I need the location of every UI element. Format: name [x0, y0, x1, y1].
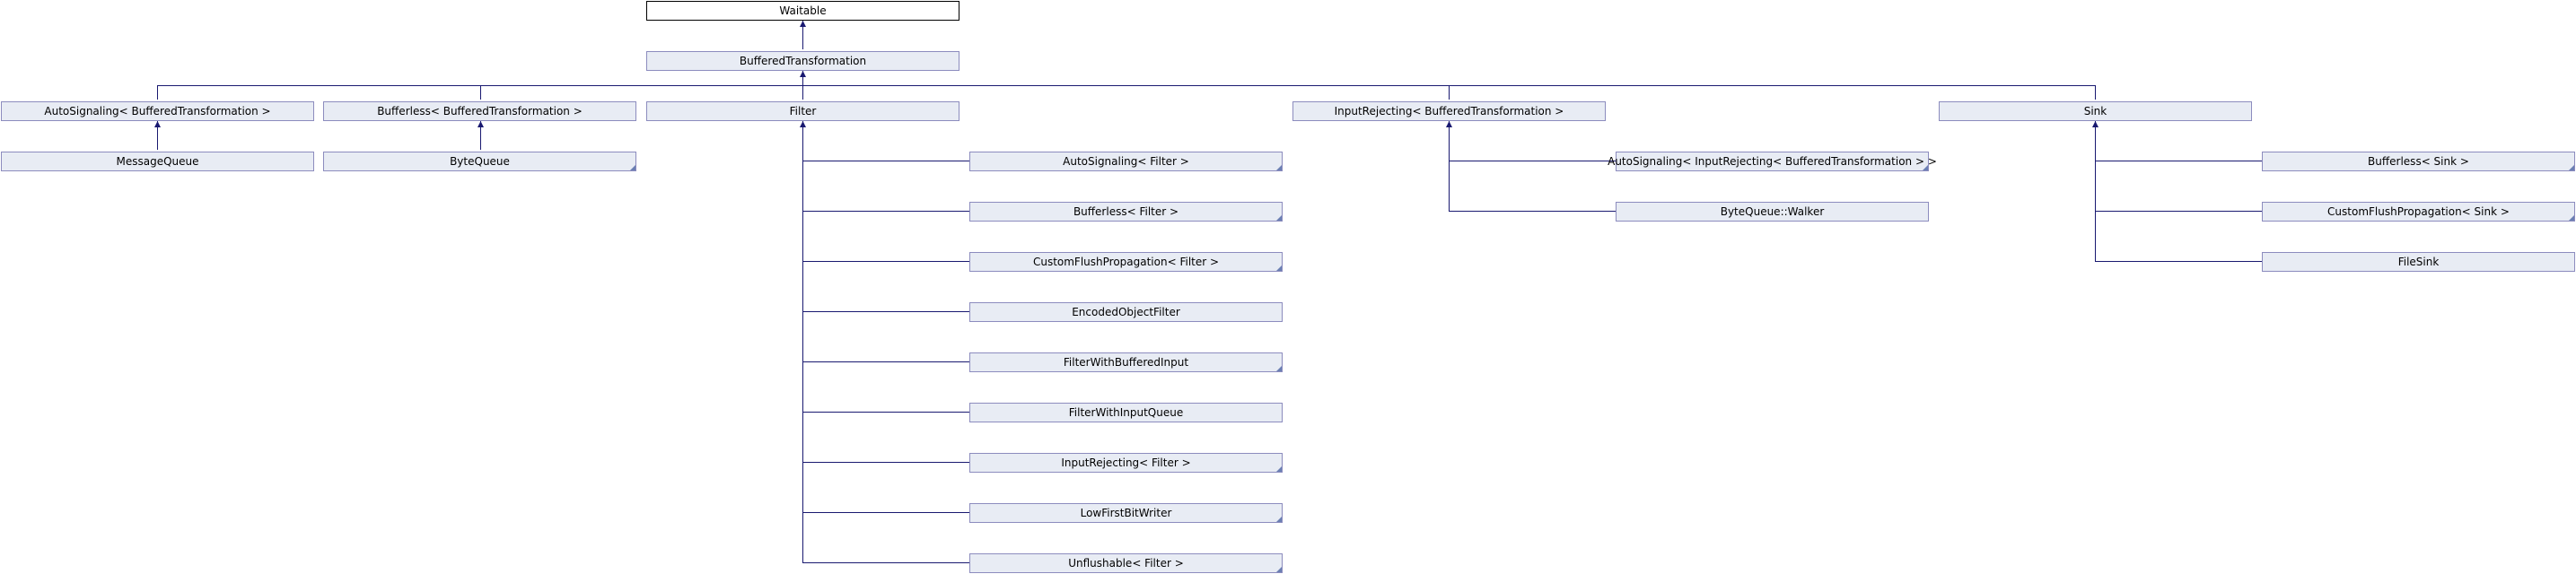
node-file-sink[interactable]: FileSink [2262, 252, 2575, 272]
node-byte-queue-walker[interactable]: ByteQueue::Walker [1616, 202, 1929, 222]
node-autosignaling-buffered-transformation[interactable]: AutoSignaling< BufferedTransformation > [1, 101, 314, 121]
node-filter-with-input-queue[interactable]: FilterWithInputQueue [969, 403, 1283, 422]
node-inputrejecting-filter[interactable]: InputRejecting< Filter > [969, 453, 1283, 473]
node-bufferless-filter[interactable]: Bufferless< Filter > [969, 202, 1283, 222]
node-sink[interactable]: Sink [1939, 101, 2252, 121]
node-encoded-object-filter[interactable]: EncodedObjectFilter [969, 302, 1283, 322]
node-byte-queue[interactable]: ByteQueue [323, 152, 636, 171]
node-unflushable-filter[interactable]: Unflushable< Filter > [969, 553, 1283, 573]
node-filter[interactable]: Filter [646, 101, 959, 121]
node-filter-with-buffered-input[interactable]: FilterWithBufferedInput [969, 352, 1283, 372]
node-customflushpropagation-sink[interactable]: CustomFlushPropagation< Sink > [2262, 202, 2575, 222]
node-bufferless-buffered-transformation[interactable]: Bufferless< BufferedTransformation > [323, 101, 636, 121]
node-buffered-transformation[interactable]: BufferedTransformation [646, 51, 959, 71]
node-low-first-bit-writer[interactable]: LowFirstBitWriter [969, 503, 1283, 523]
node-autosignaling-filter[interactable]: AutoSignaling< Filter > [969, 152, 1283, 171]
node-inputrejecting-buffered-transformation[interactable]: InputRejecting< BufferedTransformation > [1292, 101, 1606, 121]
node-waitable: Waitable [646, 1, 959, 21]
node-bufferless-sink[interactable]: Bufferless< Sink > [2262, 152, 2575, 171]
node-autosignaling-inputrejecting-buffered-transformation[interactable]: AutoSignaling< InputRejecting< BufferedT… [1608, 152, 1937, 171]
node-customflushpropagation-filter[interactable]: CustomFlushPropagation< Filter > [969, 252, 1283, 272]
node-message-queue[interactable]: MessageQueue [1, 152, 314, 171]
